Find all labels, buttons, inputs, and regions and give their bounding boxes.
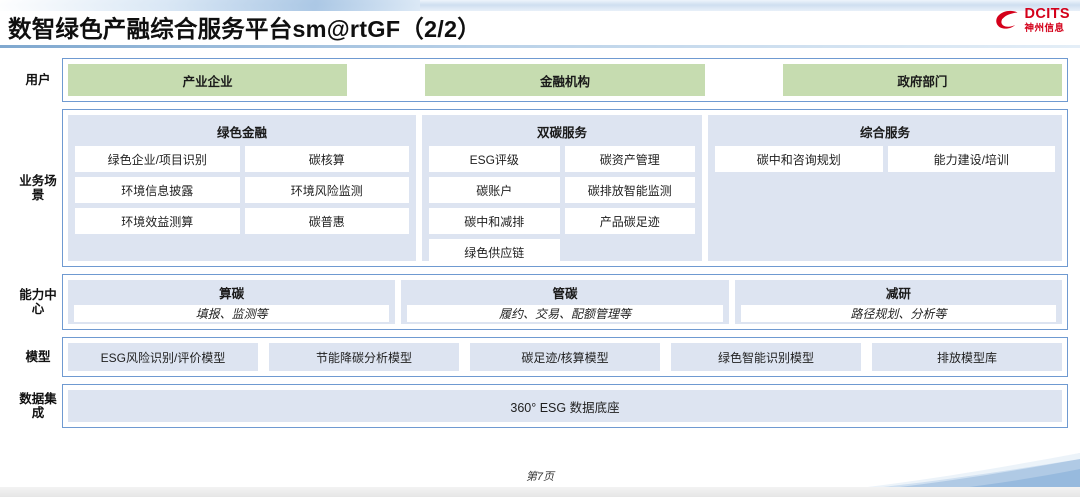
spacer [711, 64, 777, 96]
user-box-financial[interactable]: 金融机构 [425, 64, 705, 96]
model-box-green-intelligent-id[interactable]: 绿色智能识别模型 [671, 343, 861, 371]
item-carbon-account[interactable]: 碳账户 [429, 177, 560, 203]
page-title-wrap: 数智绿色产融综合服务平台sm@rtGF（2/2） [8, 9, 908, 45]
row-label-users: 用户 [25, 72, 51, 87]
item-green-enterprise-project-id[interactable]: 绿色企业/项目识别 [75, 146, 240, 172]
item-product-carbon-footprint[interactable]: 产品碳足迹 [564, 208, 695, 234]
logo-english-text: DCITS [1024, 6, 1070, 22]
row-label-data-integration: 数据集成 [19, 391, 57, 420]
panel-items-green-finance: 绿色企业/项目识别 碳核算 环境信息披露 环境风险监测 环境效益测算 碳普惠 [75, 146, 409, 234]
item-carbon-asset-management[interactable]: 碳资产管理 [564, 146, 695, 172]
model-box-energy-saving[interactable]: 节能降碳分析模型 [269, 343, 459, 371]
row-label-models: 模型 [25, 349, 51, 364]
panel-title-dual-carbon-service: 双碳服务 [536, 126, 587, 140]
title-underline-rule [0, 45, 1080, 48]
item-environmental-risk-monitoring[interactable]: 环境风险监测 [244, 177, 409, 203]
brand-logo: DCITS 神州信息 [994, 7, 1071, 33]
model-box-emission-library[interactable]: 排放模型库 [872, 343, 1062, 371]
capability-subtitle-calculate-carbon: 填报、监测等 [74, 305, 390, 322]
user-box-government[interactable]: 政府部门 [782, 64, 1062, 96]
dcits-swirl-icon [995, 10, 1017, 29]
bottom-strip-decoration [0, 487, 1080, 497]
item-carbon-neutral-reduction[interactable]: 碳中和减排 [429, 208, 560, 234]
panel-title-comprehensive-service: 综合服务 [859, 126, 910, 140]
row-models: 模型 ESG风险识别/评价模型 节能降碳分析模型 碳足迹/核算模型 绿色智能识别… [14, 337, 1068, 377]
row-data-integration: 数据集成 360° ESG 数据底座 [14, 384, 1068, 428]
item-carbon-accounting[interactable]: 碳核算 [244, 146, 409, 172]
row-users: 用户 产业企业 金融机构 政府部门 [14, 58, 1068, 102]
capability-panel-calculate-carbon[interactable]: 算碳 填报、监测等 [68, 280, 396, 324]
panel-items-dual-carbon-service: ESG评级 碳资产管理 碳账户 碳排放智能监测 碳中和减排 产品碳足迹 绿色供应… [429, 146, 695, 265]
model-box-esg-risk[interactable]: ESG风险识别/评价模型 [68, 343, 258, 371]
row-capability-center: 能力中心 算碳 填报、监测等 管碳 履约、交易、配额管理等 减研 路径规划、分析… [14, 274, 1068, 330]
model-box-carbon-footprint[interactable]: 碳足迹/核算模型 [470, 343, 660, 371]
row-label-capability-center: 能力中心 [19, 287, 57, 316]
item-environmental-benefit-calc[interactable]: 环境效益测算 [75, 208, 240, 234]
spacer [353, 64, 419, 96]
panel-comprehensive-service: 综合服务 碳中和咨询规划 能力建设/培训 [708, 115, 1062, 261]
item-carbon-neutral-consulting[interactable]: 碳中和咨询规划 [715, 146, 883, 172]
item-carbon-inclusive[interactable]: 碳普惠 [244, 208, 409, 234]
page-title: 数智绿色产融综合服务平台sm@rtGF（2/2） [8, 16, 481, 42]
capability-subtitle-reduce-research: 路径规划、分析等 [740, 305, 1056, 322]
capability-panel-manage-carbon[interactable]: 管碳 履约、交易、配额管理等 [401, 280, 729, 324]
data-box-esg-foundation[interactable]: 360° ESG 数据底座 [68, 390, 1062, 422]
item-esg-rating[interactable]: ESG评级 [429, 146, 560, 172]
top-swoosh-decoration [0, 0, 420, 11]
row-label-business-scenarios: 业务场景 [19, 173, 57, 202]
capability-title-manage-carbon: 管碳 [552, 287, 578, 301]
item-capability-building-training[interactable]: 能力建设/培训 [887, 146, 1055, 172]
panel-title-green-finance: 绿色金融 [216, 126, 267, 140]
page-number-footer: 第7页 [525, 471, 555, 483]
panel-items-comprehensive-service: 碳中和咨询规划 能力建设/培训 [715, 146, 1055, 172]
row-body-capability-center: 算碳 填报、监测等 管碳 履约、交易、配额管理等 减研 路径规划、分析等 [62, 274, 1068, 330]
row-body-users: 产业企业 金融机构 政府部门 [62, 58, 1068, 102]
panel-dual-carbon-service: 双碳服务 ESG评级 碳资产管理 碳账户 碳排放智能监测 碳中和减排 产品碳足迹… [422, 115, 702, 265]
row-body-business-scenarios: 绿色金融 绿色企业/项目识别 碳核算 环境信息披露 环境风险监测 环境效益测算 … [62, 109, 1068, 267]
row-body-data-integration: 360° ESG 数据底座 [62, 384, 1068, 428]
capability-title-calculate-carbon: 算碳 [219, 287, 245, 301]
row-body-models: ESG风险识别/评价模型 节能降碳分析模型 碳足迹/核算模型 绿色智能识别模型 … [62, 337, 1068, 377]
capability-subtitle-manage-carbon: 履约、交易、配额管理等 [407, 305, 723, 322]
item-carbon-emission-monitoring[interactable]: 碳排放智能监测 [564, 177, 695, 203]
item-green-supply-chain[interactable]: 绿色供应链 [429, 239, 560, 265]
item-environmental-disclosure[interactable]: 环境信息披露 [75, 177, 240, 203]
logo-text: DCITS 神州信息 [1025, 7, 1071, 33]
capability-panel-reduce-research[interactable]: 减研 路径规划、分析等 [734, 280, 1062, 324]
panel-green-finance: 绿色金融 绿色企业/项目识别 碳核算 环境信息披露 环境风险监测 环境效益测算 … [68, 115, 416, 261]
architecture-diagram: 用户 产业企业 金融机构 政府部门 业务场景 绿色金融 绿色企业/项目识别 碳核… [14, 58, 1068, 463]
user-box-industry[interactable]: 产业企业 [68, 64, 348, 96]
capability-title-reduce-research: 减研 [885, 287, 911, 301]
row-business-scenarios: 业务场景 绿色金融 绿色企业/项目识别 碳核算 环境信息披露 环境风险监测 环境… [14, 109, 1068, 267]
top-decoration-band [0, 0, 1080, 11]
logo-chinese-text: 神州信息 [1024, 22, 1065, 34]
